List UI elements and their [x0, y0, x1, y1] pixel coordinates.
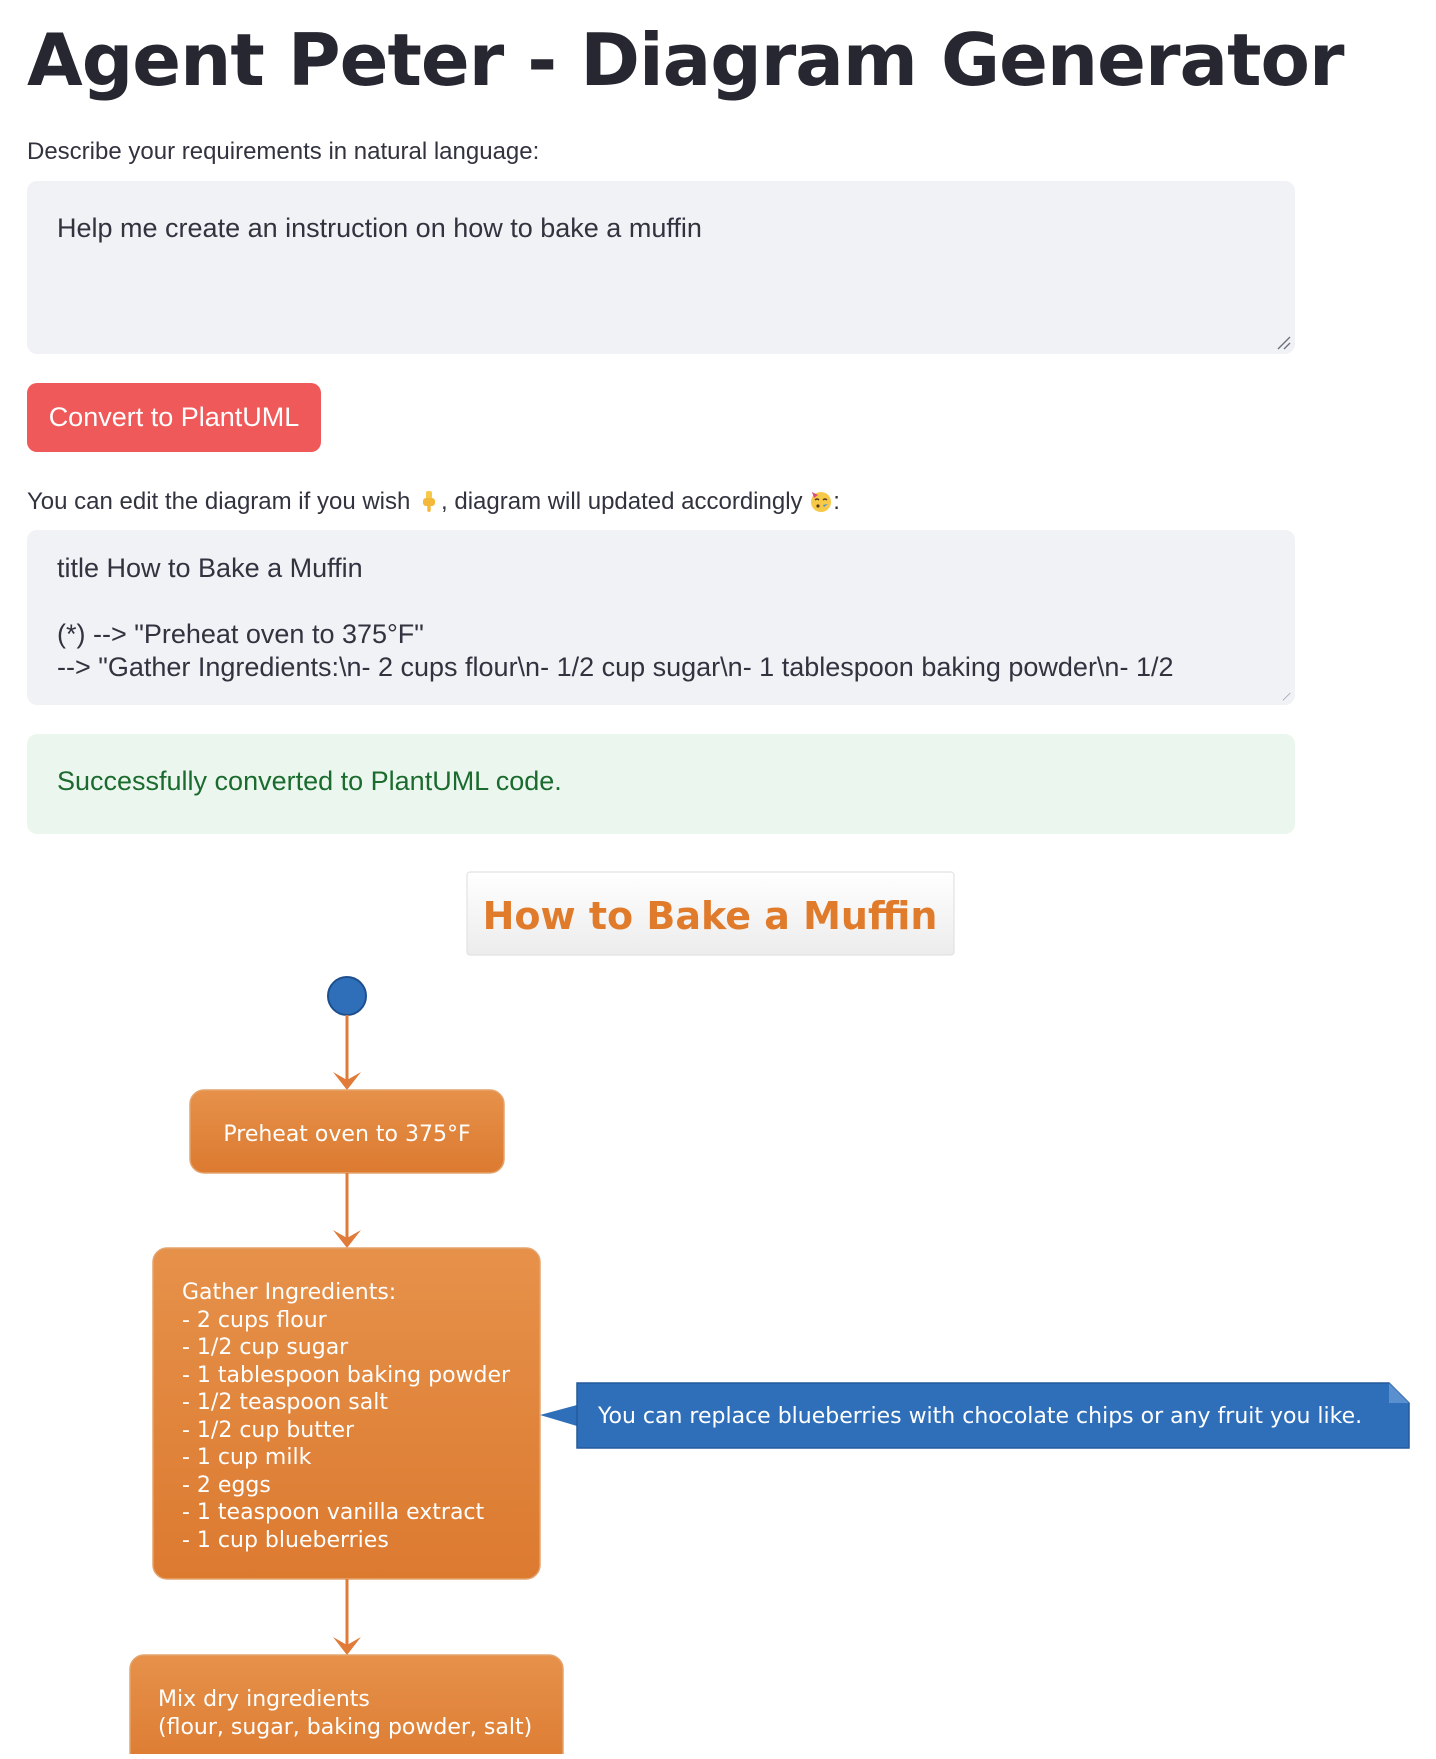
party-face-icon [811, 492, 832, 512]
gather-line-1: Gather Ingredients: [182, 1280, 396, 1305]
gather-line-7: - 1 cup milk [182, 1445, 312, 1470]
editor-line-1: title How to Bake a Muffin [57, 553, 363, 583]
note-connector [540, 1405, 577, 1426]
gather-line-3: - 1/2 cup sugar [182, 1335, 349, 1360]
arrowhead-2 [333, 1230, 361, 1248]
editor-label-part1: You can edit the diagram if you wish [27, 488, 418, 515]
gather-line-6: - 1/2 cup butter [182, 1418, 355, 1443]
editor-label-part2: , diagram will updated accordingly [441, 488, 810, 515]
gather-line-4: - 1 tablespoon baking powder [182, 1363, 511, 1388]
plantuml-editor-textarea[interactable]: title How to Bake a Muffin (*) --> "Preh… [27, 530, 1295, 705]
arrowhead-1 [333, 1072, 361, 1090]
editor-label-part3: : [833, 488, 840, 515]
arrowhead-3 [333, 1637, 361, 1655]
convert-to-plantuml-button[interactable]: Convert to PlantUML [27, 383, 321, 452]
gather-line-2: - 2 cups flour [182, 1308, 328, 1333]
gather-line-5: - 1/2 teaspoon salt [182, 1390, 388, 1415]
note-box [576, 1382, 1410, 1449]
plantuml-diagram: How to Bake a Muffin Preheat oven to 375… [0, 860, 1436, 1759]
success-message: Successfully converted to PlantUML code. [57, 766, 562, 796]
requirements-value: Help me create an instruction on how to … [57, 213, 702, 243]
pointing-down-hand-icon [423, 491, 436, 512]
requirements-textarea[interactable]: Help me create an instruction on how to … [27, 181, 1295, 354]
gather-line-8: - 2 eggs [182, 1473, 271, 1498]
mix-line-1: Mix dry ingredients [158, 1687, 370, 1712]
gather-line-10: - 1 cup blueberries [182, 1528, 389, 1553]
activity-preheat-label: Preheat oven to 375°F [223, 1122, 470, 1147]
editor-line-3: (*) --> "Preheat oven to 375°F" [57, 619, 424, 649]
diagram-title: How to Bake a Muffin [483, 894, 938, 938]
note-text: You can replace blueberries with chocola… [597, 1404, 1362, 1429]
mix-line-2: (flour, sugar, baking powder, salt) [158, 1715, 532, 1740]
diagram-title-box [466, 871, 955, 956]
editor-resize-handle-icon[interactable] [1281, 691, 1291, 701]
editor-line-4: --> "Gather Ingredients:\n- 2 cups flour… [57, 652, 1174, 682]
start-node [327, 976, 367, 1016]
gather-line-9: - 1 teaspoon vanilla extract [182, 1500, 485, 1525]
activity-mix-dry [129, 1654, 564, 1759]
resize-handle-icon[interactable] [1275, 334, 1291, 350]
page-title: Agent Peter - Diagram Generator [27, 18, 1344, 102]
requirements-label: Describe your requirements in natural la… [27, 138, 540, 165]
editor-label: You can edit the diagram if you wish , d… [27, 486, 840, 518]
success-alert: Successfully converted to PlantUML code. [27, 734, 1295, 834]
note-fold [1389, 1383, 1409, 1403]
